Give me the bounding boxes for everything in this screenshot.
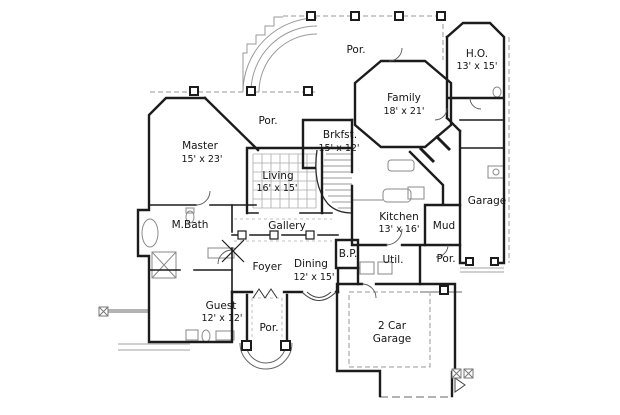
shower bbox=[151, 251, 177, 279]
label-porch-right: Por. bbox=[436, 253, 455, 265]
fixtures bbox=[141, 86, 505, 343]
room-labels: Por. H.O. 13' x 15' Family 18' x 21' Por… bbox=[172, 44, 507, 345]
marker-left bbox=[98, 306, 109, 317]
sink-right-wing bbox=[492, 168, 500, 176]
label-master-bath: M.Bath bbox=[172, 219, 209, 231]
kitchen-island bbox=[382, 188, 412, 203]
label-master-dims: 15' x 23' bbox=[181, 154, 222, 165]
label-guest-dims: 12' x 12' bbox=[201, 313, 242, 324]
gray-accents bbox=[108, 267, 504, 398]
label-garage-2car-line1: 2 Car bbox=[378, 320, 407, 332]
guest-bath-sink bbox=[215, 330, 235, 341]
marker-right-1 bbox=[451, 368, 462, 379]
label-porch-front: Por. bbox=[259, 322, 278, 334]
cabinet-right-wing bbox=[487, 165, 505, 179]
label-utility: Util. bbox=[383, 254, 404, 266]
vanity-mbath bbox=[207, 247, 235, 259]
stair-treads bbox=[322, 153, 352, 209]
label-family: Family bbox=[387, 92, 421, 104]
kitchen-appliance bbox=[407, 186, 425, 200]
exterior-walls bbox=[136, 21, 506, 398]
label-master: Master bbox=[182, 140, 219, 152]
label-porch-left: Por. bbox=[258, 115, 277, 127]
label-home-office: H.O. bbox=[466, 48, 488, 60]
label-guest: Guest bbox=[206, 300, 237, 312]
label-living-dims: 16' x 15' bbox=[256, 183, 297, 194]
side-garage-door-triangle bbox=[454, 377, 466, 393]
tub bbox=[141, 218, 159, 248]
label-mud: Mud bbox=[433, 220, 455, 232]
label-gallery: Gallery bbox=[268, 220, 305, 232]
label-foyer: Foyer bbox=[252, 261, 282, 273]
label-garage-side: Garage bbox=[468, 195, 506, 207]
guest-bath-toilet bbox=[201, 329, 211, 343]
label-breakfast-dims: 15' x 12' bbox=[318, 143, 359, 154]
master-diagonal-wall bbox=[203, 96, 260, 152]
label-porch-top: Por. bbox=[346, 44, 365, 56]
marker-right-2 bbox=[463, 368, 474, 379]
door-swings bbox=[195, 47, 482, 299]
porch-columns bbox=[189, 11, 499, 351]
toilet-right-wing bbox=[492, 86, 502, 98]
diagonal-door-marks bbox=[221, 134, 452, 263]
family-hearth bbox=[387, 159, 415, 172]
front-bay-scallop bbox=[301, 291, 337, 301]
toilet-tank-mbath bbox=[185, 207, 195, 214]
toilet-mbath bbox=[185, 210, 195, 224]
living-ceiling-grid bbox=[252, 153, 317, 209]
label-garage-2car-line2: Garage bbox=[373, 333, 411, 345]
label-kitchen: Kitchen bbox=[379, 211, 418, 223]
label-home-office-dims: 13' x 15' bbox=[456, 61, 497, 72]
label-butlers-pantry: B.P. bbox=[339, 248, 358, 260]
guest-bath-tub bbox=[185, 329, 199, 341]
label-dining: Dining bbox=[294, 258, 328, 270]
util-appliance-2 bbox=[377, 261, 393, 275]
interior-walls bbox=[148, 119, 505, 293]
label-kitchen-dims: 13' x 16' bbox=[378, 224, 419, 235]
curved-steps bbox=[242, 16, 318, 93]
util-appliance-1 bbox=[359, 261, 375, 275]
entry-step-triangles bbox=[252, 288, 466, 393]
label-dining-dims: 12' x 15' bbox=[293, 272, 334, 283]
label-breakfast: Brkfst. bbox=[323, 129, 357, 141]
label-living: Living bbox=[262, 170, 293, 182]
label-family-dims: 18' x 21' bbox=[383, 106, 424, 117]
survey-markers bbox=[98, 306, 474, 379]
gallery-pilasters bbox=[237, 230, 315, 240]
